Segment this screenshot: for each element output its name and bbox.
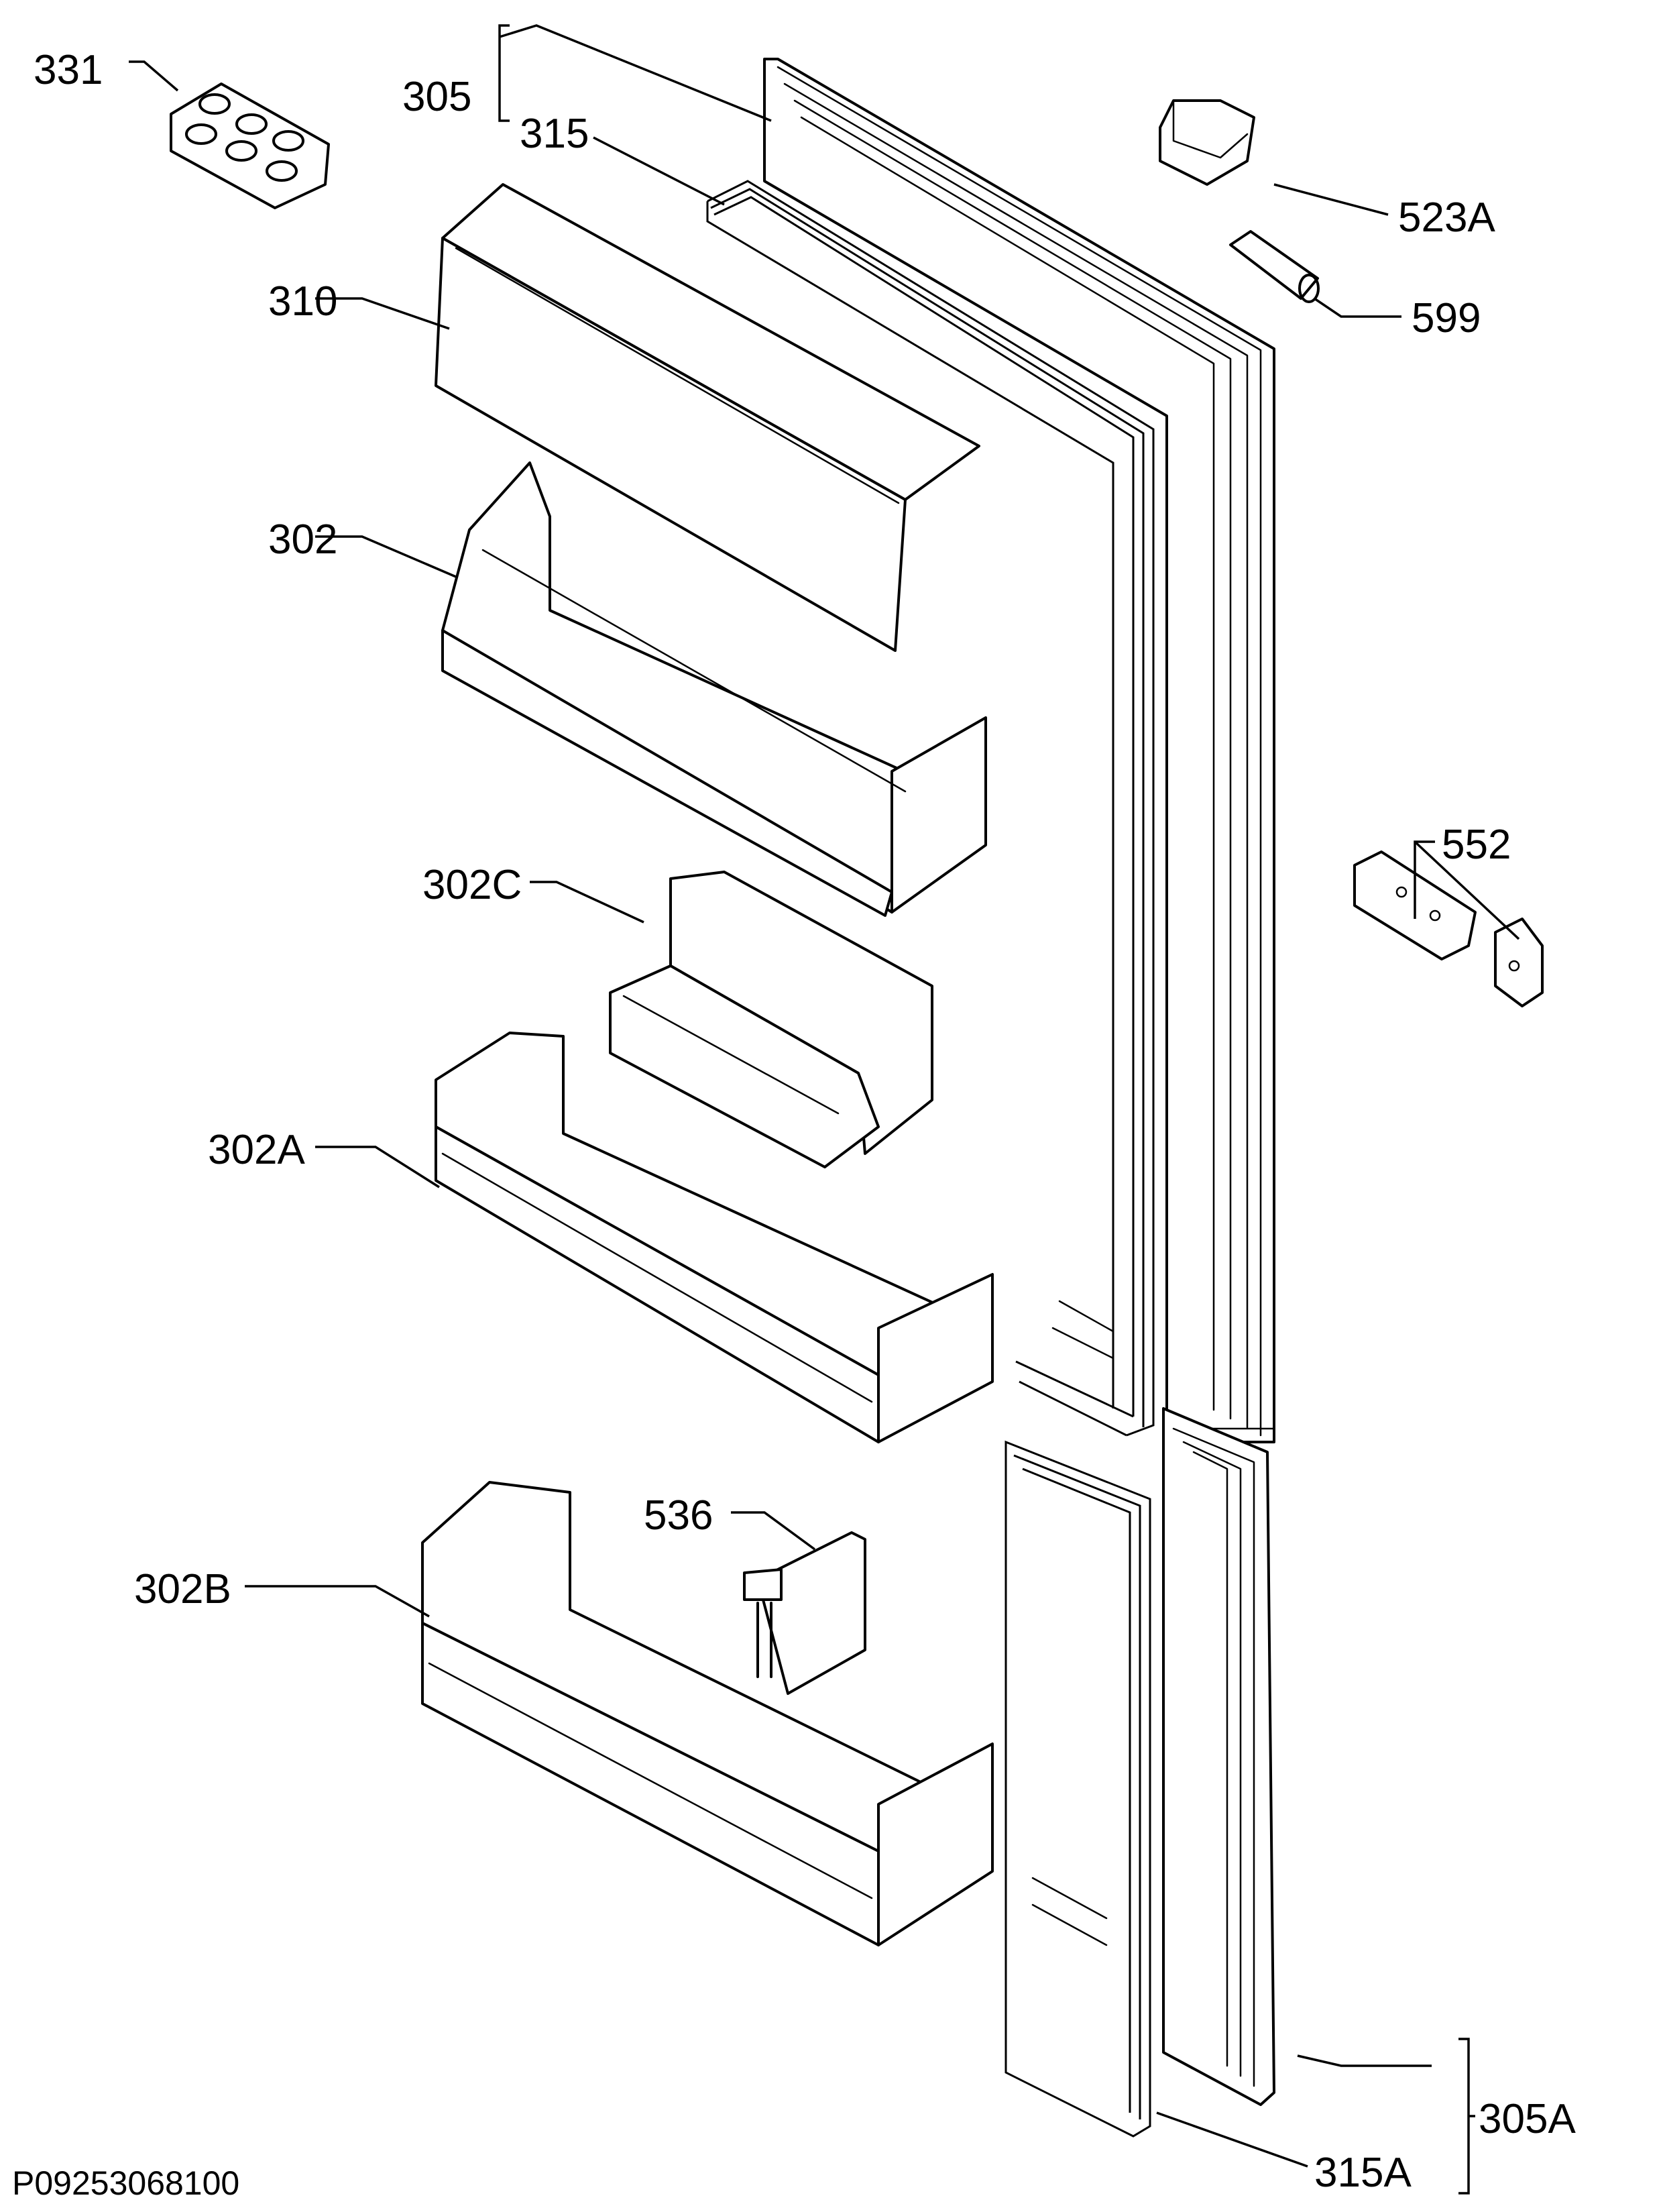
callout-523A: 523A (1398, 195, 1495, 241)
door-balcony-a-part (435, 1032, 994, 1443)
leader-lines (129, 24, 1520, 2195)
callout-302B: 302B (134, 1566, 231, 1612)
hinge-pin-part (1229, 230, 1320, 303)
callout-305: 305 (402, 74, 471, 120)
callout-302: 302 (268, 516, 337, 563)
callout-302A: 302A (208, 1127, 305, 1173)
callout-599: 599 (1412, 295, 1481, 341)
upper-gasket-part (706, 180, 1155, 1437)
callout-310: 310 (268, 278, 337, 325)
lower-door-part (1162, 1407, 1275, 2106)
callout-536: 536 (644, 1492, 713, 1539)
callout-315: 315 (520, 111, 589, 157)
door-balcony-b-part (421, 1481, 994, 1946)
callout-302C: 302C (422, 862, 522, 908)
callout-552: 552 (1442, 822, 1511, 868)
callout-305A: 305A (1479, 2096, 1576, 2142)
hinge-plate-part (1353, 850, 1544, 1007)
upper-door-part (763, 58, 1275, 1443)
small-box-part (609, 871, 933, 1168)
divider-clip-part (743, 1531, 866, 1695)
callout-315A: 315A (1314, 2150, 1412, 2196)
hinge-cover-part (1159, 99, 1255, 186)
lower-gasket-part (1005, 1440, 1151, 2138)
door-balcony-part (441, 461, 987, 917)
egg-tray-part (170, 82, 330, 209)
callout-331: 331 (34, 47, 103, 93)
drawing-code: P09253068100 (12, 2164, 239, 2202)
shelf-flap-part (435, 183, 980, 652)
